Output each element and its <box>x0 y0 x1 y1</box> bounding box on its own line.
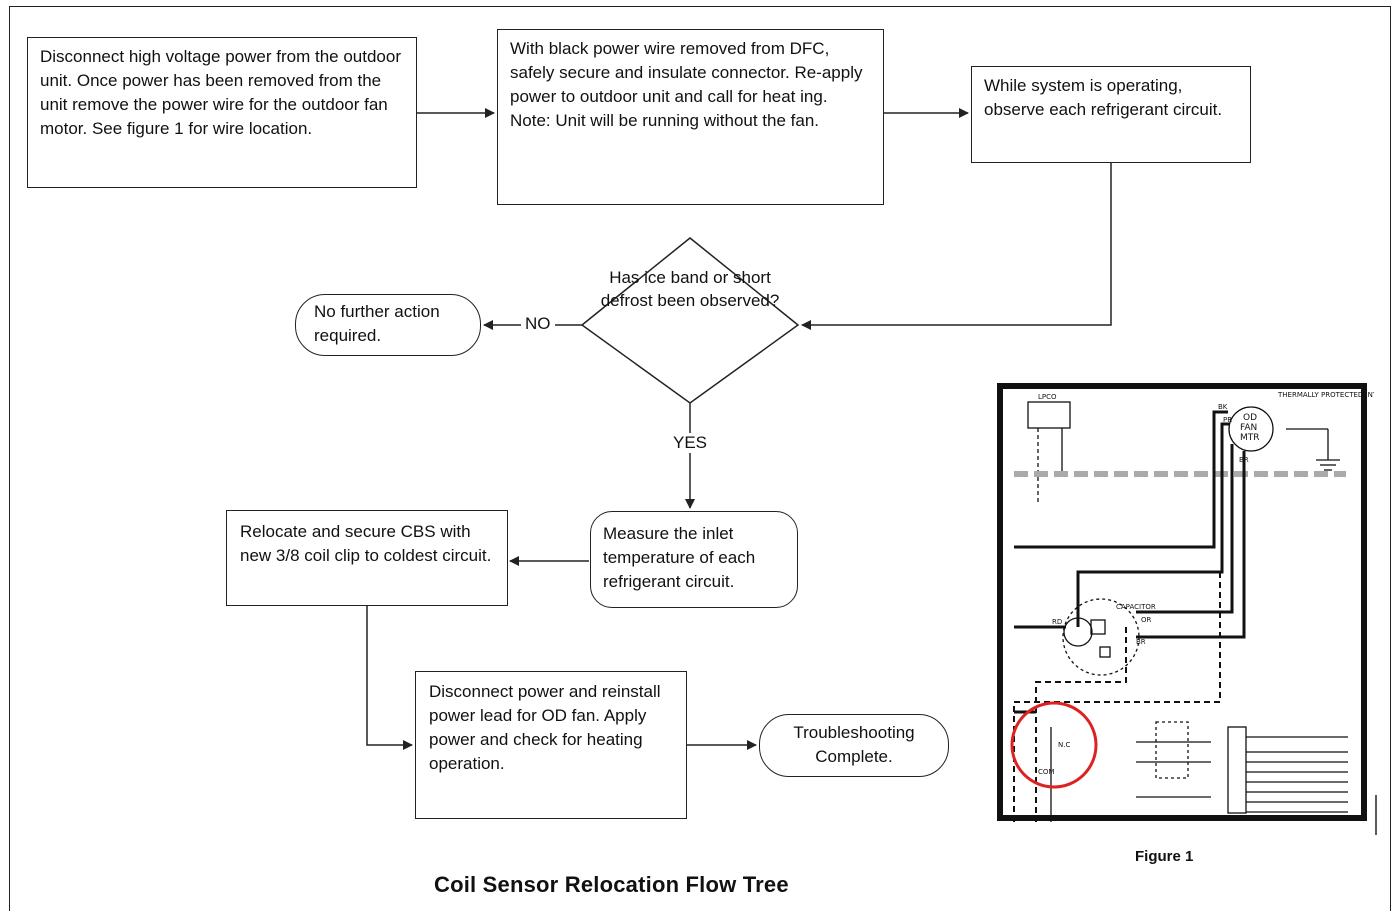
node-measure-temp: Measure the inlet temperature of each re… <box>590 511 798 608</box>
fig-label-thermal: THERMALLY PROTECTED INTERNALLY <box>1277 391 1374 399</box>
wiring-figure: LPCO THERMALLY PROTECTED INTERNALLY OD F… <box>997 383 1374 822</box>
fig-label-bk: BK <box>1218 403 1228 411</box>
decision-text: Has ice band or short defrost been obser… <box>600 268 780 310</box>
fig-label-od: OD <box>1243 413 1257 423</box>
decision-diamond <box>580 237 800 404</box>
fig-label-or: OR <box>1141 616 1152 624</box>
step-reinstall-power: Disconnect power and reinstall power lea… <box>415 671 687 819</box>
arrow-step3-decision <box>801 163 1112 330</box>
fig-label-rd: RD <box>1052 618 1062 626</box>
fig-label-br: BR <box>1239 456 1249 464</box>
label-yes: YES <box>669 433 712 453</box>
fig-label-k3: K3 <box>1176 814 1185 822</box>
diagram-frame <box>9 6 1391 911</box>
fig-label-com: COM <box>1038 768 1054 776</box>
step-secure-wire: With black power wire removed from DFC, … <box>497 29 884 205</box>
arrow-relocate-reinstall <box>366 606 413 750</box>
fig-label-nc: N.C <box>1058 741 1070 749</box>
step-observe-circuits: While system is operating, observe each … <box>971 66 1251 163</box>
fig-label-capacitor: CAPACITOR <box>1116 603 1156 611</box>
fig-label-pr: PR <box>1223 416 1232 424</box>
fig-label-mtr: MTR <box>1240 433 1260 443</box>
highlight-circle <box>1010 701 1098 789</box>
node-no-action: No further action required. <box>295 294 481 356</box>
diagram-title: Coil Sensor Relocation Flow Tree <box>434 872 789 897</box>
label-no: NO <box>521 314 555 334</box>
fig-label-br2: BR <box>1136 638 1146 646</box>
figure-caption: Figure 1 <box>1135 848 1194 865</box>
node-complete: Troubleshooting Complete. <box>759 714 949 777</box>
step-disconnect-power: Disconnect high voltage power from the o… <box>27 37 417 188</box>
step-relocate-cbs: Relocate and secure CBS with new 3/8 coi… <box>226 510 508 606</box>
fig-label-lpco: LPCO <box>1038 393 1057 401</box>
fig-label-fan: FAN <box>1240 423 1257 433</box>
